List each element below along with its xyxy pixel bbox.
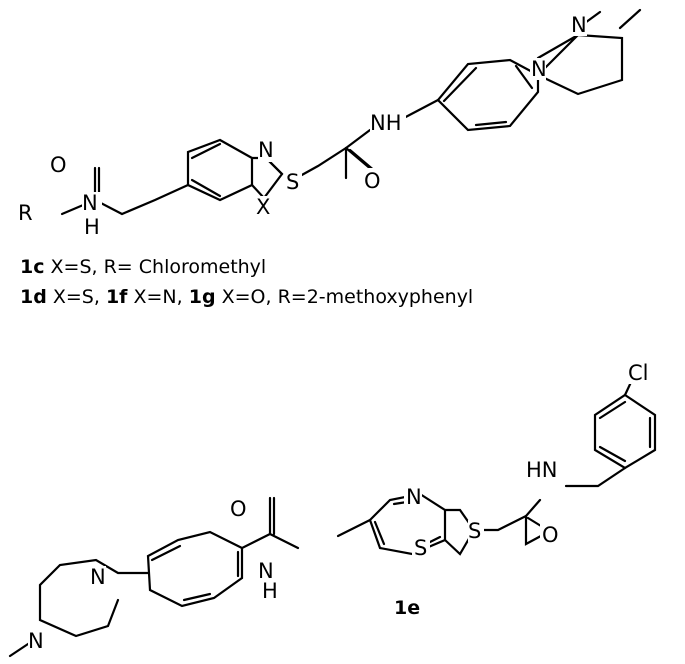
atom-n-top-benzothiazole: N bbox=[258, 138, 274, 162]
atom-nh-top: NH bbox=[370, 111, 402, 135]
caption-1f-text: X=N, bbox=[127, 286, 189, 308]
compound-label-1e-text: 1e bbox=[394, 597, 421, 619]
compound-label-1g: 1g bbox=[188, 286, 216, 308]
atom-n-bottom-piperazine-1: N bbox=[90, 565, 106, 589]
caption-1g-text: X=O, R=2-methoxyphenyl bbox=[215, 286, 474, 308]
atom-h-top-amide: H bbox=[84, 215, 100, 239]
caption-1c-text: X=S, R= Chloromethyl bbox=[44, 256, 267, 278]
atom-n-bottom-benzothiazole: N bbox=[406, 485, 422, 509]
atom-cl-bottom: Cl bbox=[628, 361, 649, 385]
atom-o-top-amide: O bbox=[364, 169, 381, 193]
atom-o-bottom-carbonyl: O bbox=[230, 497, 247, 521]
atom-h-bottom-amide: H bbox=[262, 579, 278, 603]
compound-label-1f: 1f bbox=[105, 286, 128, 308]
caption-line-2: 1d X=S, 1f X=N, 1g X=O, R=2-methoxypheny… bbox=[20, 286, 473, 308]
atom-s-bottom-thioether: S bbox=[468, 519, 481, 543]
bottom-structure bbox=[8, 378, 657, 658]
top-structure bbox=[60, 8, 642, 216]
atom-o-bottom-amide-right: O bbox=[542, 523, 559, 547]
caption-line-1: 1c X=S, R= Chloromethyl bbox=[20, 256, 266, 278]
compound-label-1c: 1c bbox=[20, 256, 45, 278]
caption-1d-text: X=S, bbox=[46, 286, 106, 308]
atom-n-bottom-piperazine-2: N bbox=[28, 629, 44, 653]
atom-x-top: X bbox=[256, 195, 270, 219]
atom-s-top-thioether: S bbox=[286, 170, 299, 194]
atom-n-bottom-amide: N bbox=[258, 559, 274, 583]
bottom-atom-labels: Cl HN O S N S N H O N N bbox=[28, 361, 656, 653]
atom-s-bottom-benzothiazole: S bbox=[414, 536, 427, 560]
atom-r-top: R bbox=[18, 201, 33, 225]
compound-label-1e: 1e bbox=[394, 597, 420, 619]
atom-n-top-piperazine-1: N bbox=[571, 13, 587, 37]
atom-hn-bottom: HN bbox=[526, 458, 558, 482]
atom-n-top-amide: N bbox=[82, 191, 98, 215]
top-atom-labels: N N NH O S N X N H O R bbox=[16, 13, 587, 239]
atom-n-top-piperazine-2: N bbox=[531, 57, 547, 81]
compound-label-1d: 1d bbox=[20, 286, 47, 308]
atom-o-top-carbonyl: O bbox=[50, 153, 67, 177]
